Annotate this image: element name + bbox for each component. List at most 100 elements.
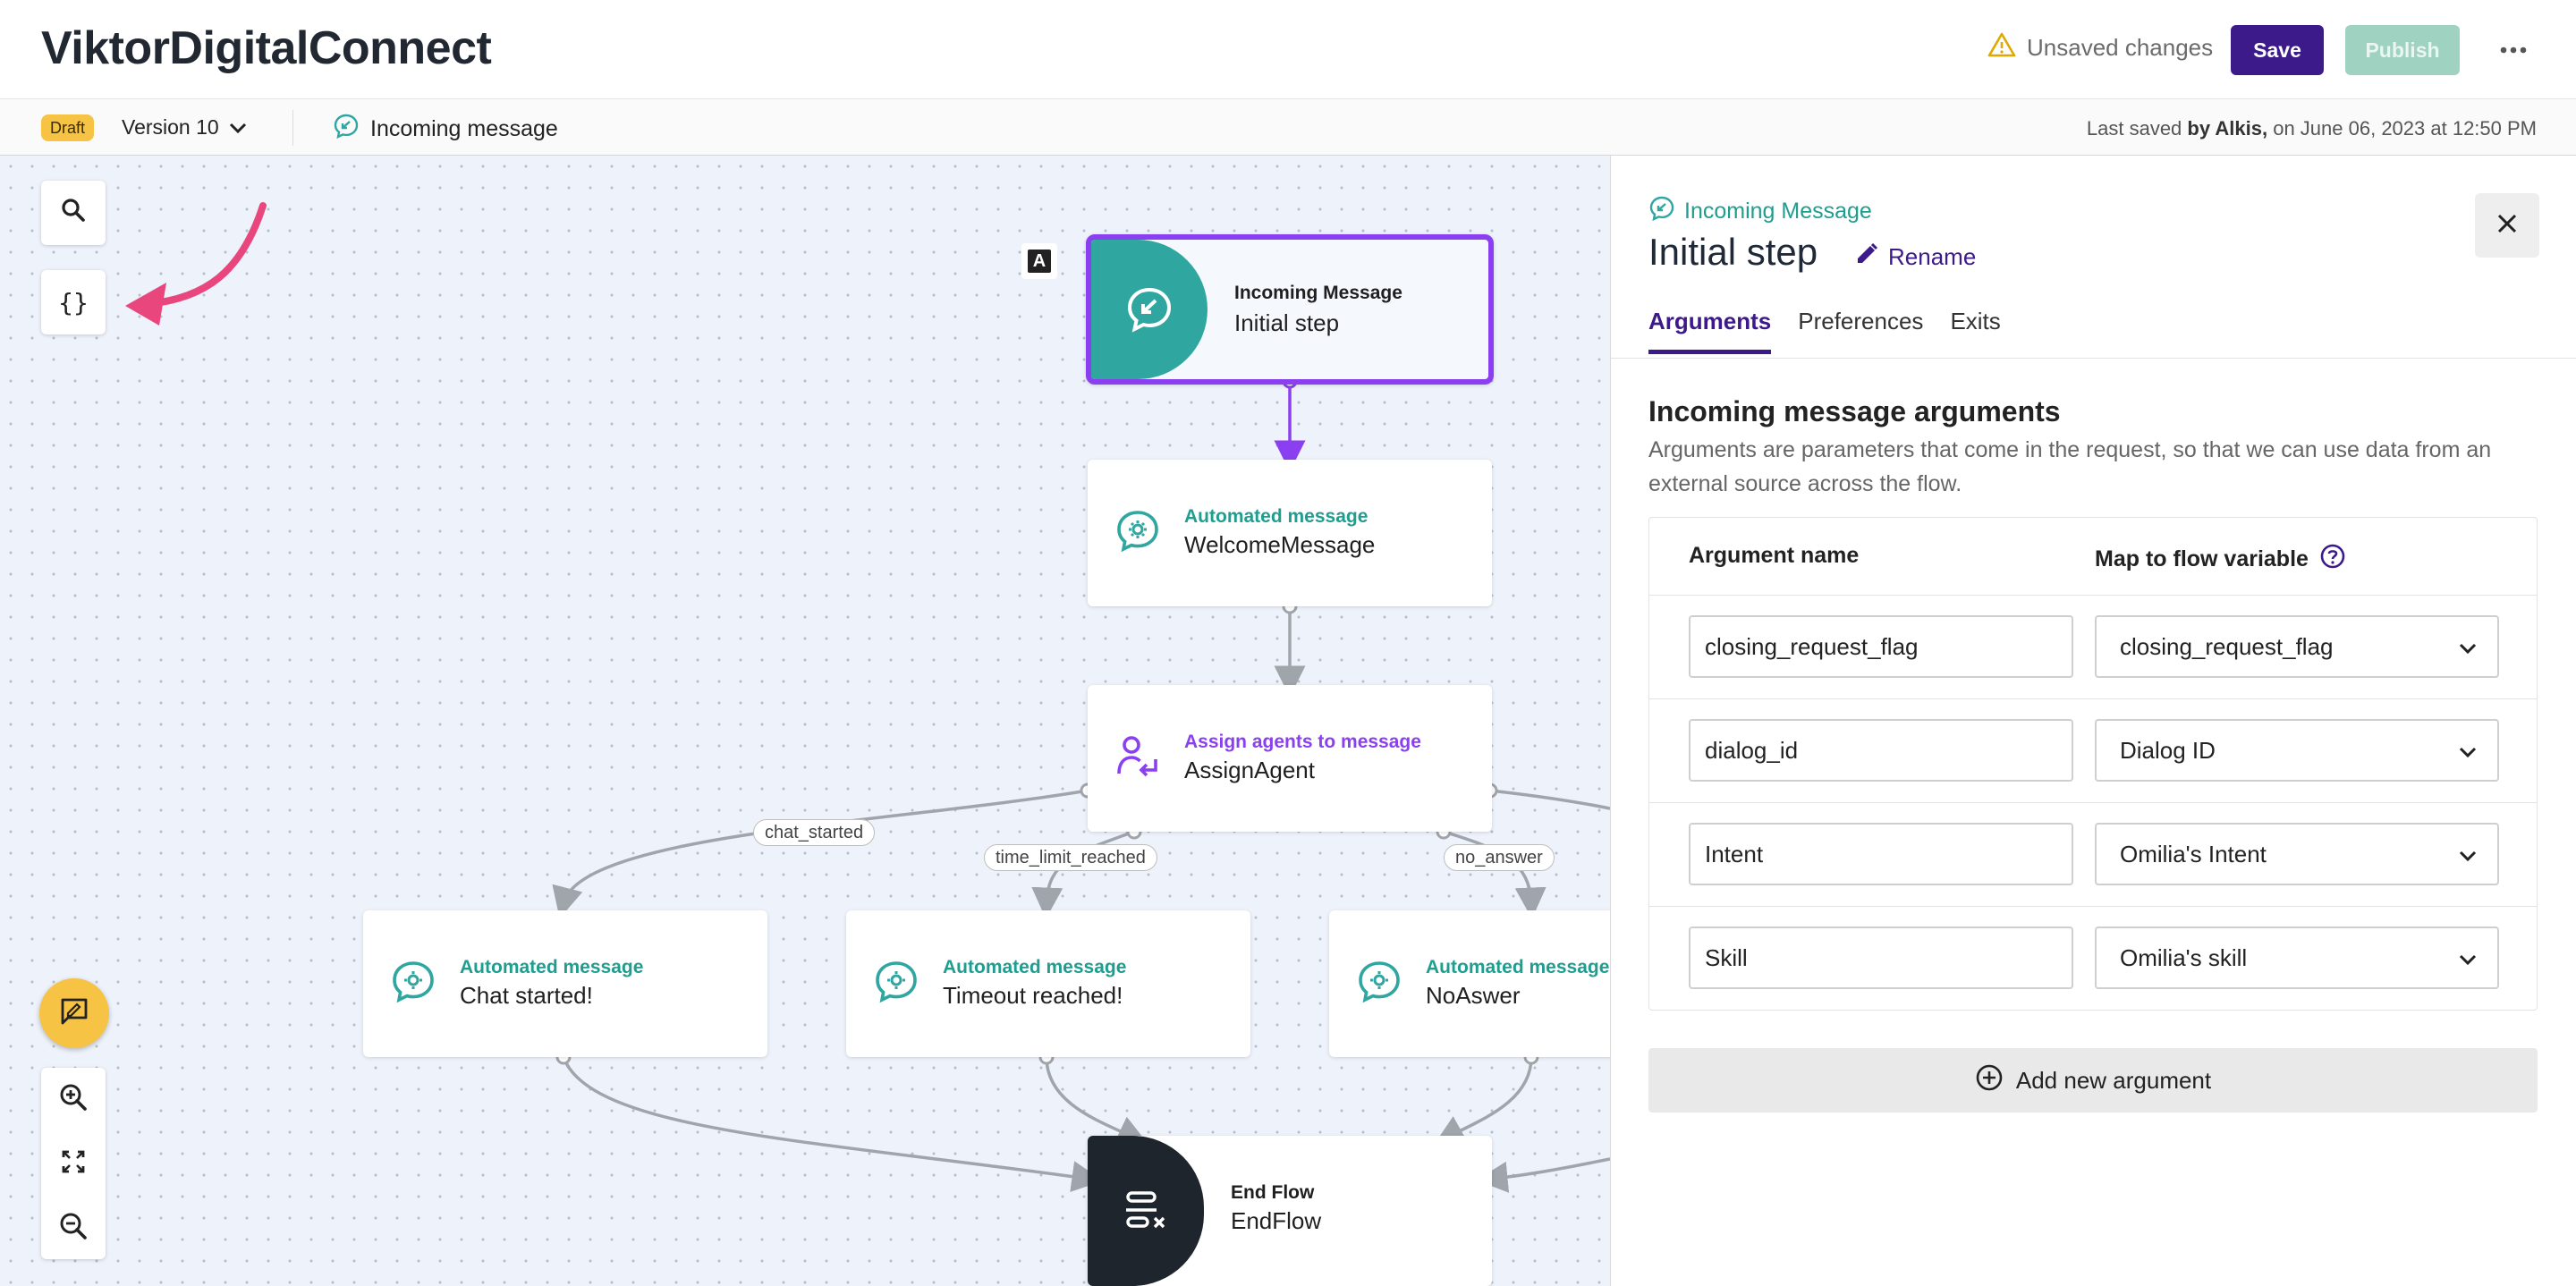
last-saved-info: Last saved by Alkis, on June 06, 2023 at…	[2087, 117, 2537, 140]
node-type-label: Assign agents to message	[1184, 732, 1421, 752]
column-header-label: Argument name	[1689, 543, 1860, 568]
node-name: Chat started!	[460, 982, 593, 1009]
panel-node-type: Incoming Message	[1648, 195, 1872, 228]
node-welcome-message[interactable]: Automated message WelcomeMessage	[1088, 460, 1492, 606]
flow-variable-select[interactable]: Dialog ID	[2095, 719, 2499, 782]
node-name: WelcomeMessage	[1184, 531, 1376, 558]
argument-row: Skill Omilia's skill	[1649, 906, 2537, 1010]
flow-info-bar: Draft Version 10 Incoming message Last s…	[0, 98, 2576, 156]
tabs-divider	[1611, 358, 2576, 359]
node-name: Initial step	[1234, 309, 1340, 336]
node-type-label: Automated message	[1426, 957, 1610, 977]
chevron-down-icon	[228, 115, 248, 140]
chevron-down-icon	[2458, 944, 2478, 972]
flow-variable-select[interactable]: Omilia's skill	[2095, 926, 2499, 989]
select-value: Dialog ID	[2120, 736, 2216, 764]
pencil-icon	[1854, 241, 1879, 273]
node-name: EndFlow	[1231, 1207, 1322, 1234]
node-type-label: Automated message	[1184, 506, 1368, 527]
automated-message-icon	[869, 955, 923, 1009]
select-value: closing_request_flag	[2120, 632, 2334, 660]
column-header-argument-name: Argument name	[1689, 543, 1859, 569]
zoom-out-button[interactable]	[41, 1197, 106, 1259]
add-argument-button[interactable]: Add new argument	[1648, 1048, 2538, 1113]
edge-label-no-answer[interactable]: no_answer	[1444, 844, 1555, 871]
breadcrumb-label: Incoming message	[370, 116, 558, 141]
feedback-button[interactable]	[39, 978, 109, 1048]
top-header: ViktorDigitalConnect Unsaved changes Sav…	[0, 0, 2576, 98]
node-chat-started[interactable]: Automated message Chat started!	[363, 910, 767, 1057]
zoom-out-icon	[58, 1211, 89, 1246]
node-type-label: Incoming Message	[1234, 283, 1402, 303]
arguments-table: Argument name Map to flow variable closi…	[1648, 517, 2538, 1011]
tab-preferences[interactable]: Preferences	[1798, 308, 1924, 334]
end-flow-icon	[1088, 1136, 1204, 1286]
node-assign-agent[interactable]: Assign agents to message AssignAgent	[1088, 685, 1492, 832]
flow-variable-select[interactable]: closing_request_flag	[2095, 615, 2499, 678]
node-no-answer[interactable]: Automated message NoAswer	[1329, 910, 1610, 1057]
help-icon[interactable]	[2319, 543, 2346, 576]
node-timeout-reached[interactable]: Automated message Timeout reached!	[846, 910, 1250, 1057]
tab-exits[interactable]: Exits	[1950, 308, 2001, 334]
edge-label-time-limit-reached[interactable]: time_limit_reached	[984, 844, 1157, 871]
node-name: Timeout reached!	[943, 982, 1123, 1009]
edge-noanswer-end	[1433, 1056, 1533, 1146]
node-end-flow[interactable]: End Flow EndFlow	[1088, 1136, 1492, 1286]
tab-arguments[interactable]: Arguments	[1648, 308, 1772, 354]
incoming-message-icon	[333, 113, 360, 146]
panel-title: Initial step	[1648, 231, 1818, 273]
zoom-controls	[41, 1068, 106, 1259]
close-icon	[2496, 212, 2519, 240]
argument-name-input[interactable]: closing_request_flag	[1689, 615, 2073, 678]
argument-name-input[interactable]: Skill	[1689, 926, 2073, 989]
last-saved-author: by Alkis,	[2187, 117, 2268, 140]
edge-timeout-end	[1045, 1056, 1148, 1146]
zoom-in-button[interactable]	[41, 1068, 106, 1130]
edge-offscreen-end	[1476, 1157, 1610, 1193]
breadcrumb: Incoming message	[333, 113, 558, 146]
edge-label-chat-started[interactable]: chat_started	[753, 819, 876, 846]
node-details-panel: Incoming Message Initial step Rename Arg…	[1610, 156, 2576, 1286]
edge-offscreen-right	[1489, 789, 1610, 810]
unsaved-changes-text: Unsaved changes	[2027, 34, 2214, 61]
app-title: ViktorDigitalConnect	[41, 22, 492, 74]
select-value: Omilia's skill	[2120, 943, 2248, 971]
plus-circle-icon	[1975, 1063, 2004, 1098]
last-saved-date: on June 06, 2023 at 12:50 PM	[2273, 117, 2537, 140]
node-initial-step[interactable]: Incoming Message Initial step	[1086, 234, 1494, 385]
variables-button[interactable]: {}	[41, 270, 106, 334]
version-selector[interactable]: Version 10	[122, 115, 248, 140]
node-name: AssignAgent	[1184, 757, 1315, 783]
flow-canvas[interactable]: {} A	[0, 156, 1610, 1286]
more-options-icon[interactable]	[2496, 32, 2531, 68]
argument-row: Intent Omilia's Intent	[1649, 802, 2537, 906]
rename-button[interactable]: Rename	[1854, 241, 1976, 273]
search-canvas-button[interactable]	[41, 181, 106, 245]
annotation-arrow	[143, 202, 267, 308]
node-type-label: End Flow	[1231, 1182, 1315, 1203]
fit-view-button[interactable]	[41, 1132, 106, 1195]
chevron-down-icon	[2458, 633, 2478, 661]
divider	[292, 110, 293, 146]
node-name: NoAswer	[1426, 982, 1521, 1009]
chevron-down-icon	[2458, 737, 2478, 765]
close-panel-button[interactable]	[2475, 193, 2539, 258]
assign-agent-icon	[1111, 730, 1165, 783]
select-value: Omilia's Intent	[2120, 840, 2267, 867]
column-header-label: Map to flow variable	[2095, 546, 2309, 571]
flow-variable-select[interactable]: Omilia's Intent	[2095, 823, 2499, 885]
panel-tabs: Arguments Preferences Exits	[1648, 308, 2001, 354]
save-button[interactable]: Save	[2231, 25, 2324, 75]
unsaved-changes-indicator: Unsaved changes	[1987, 31, 2213, 64]
section-title: Incoming message arguments	[1648, 395, 2061, 427]
publish-button[interactable]: Publish	[2345, 25, 2460, 75]
node-type-label: Automated message	[943, 957, 1127, 977]
warning-icon	[1987, 31, 2016, 64]
start-marker-letter: A	[1028, 250, 1051, 273]
rename-label: Rename	[1888, 243, 1977, 270]
section-description: Arguments are parameters that come in th…	[1648, 437, 2492, 496]
curly-braces-icon: {}	[58, 287, 89, 317]
argument-name-input[interactable]: Intent	[1689, 823, 2073, 885]
argument-name-input[interactable]: dialog_id	[1689, 719, 2073, 782]
fit-screen-icon	[60, 1148, 87, 1180]
